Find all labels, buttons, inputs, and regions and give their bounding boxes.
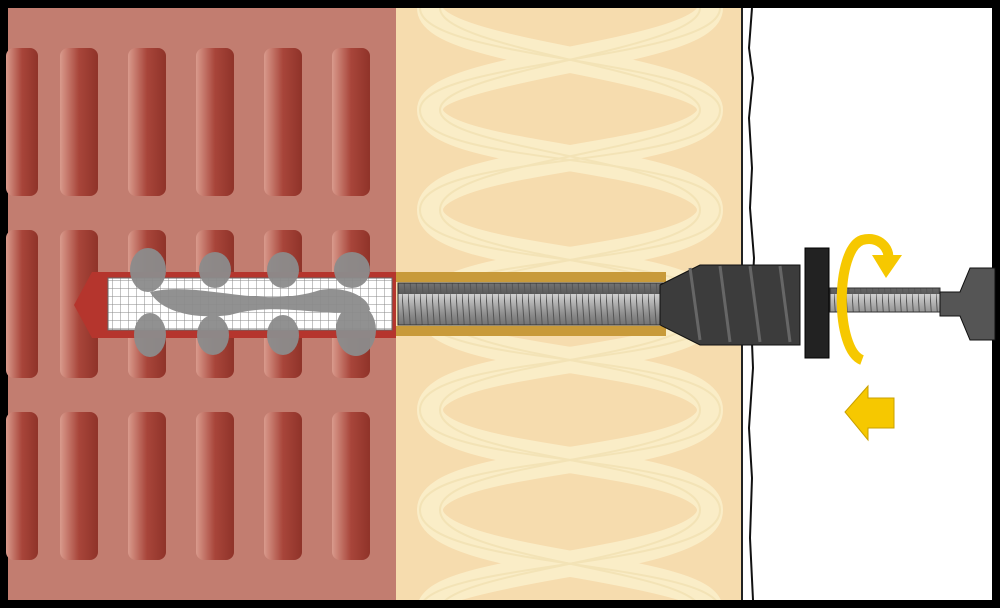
washer [804,247,830,359]
threaded-rod [397,282,689,326]
push-left-arrow-icon [844,384,895,442]
small-threaded-rod [829,287,941,313]
mesh-sleeve [74,248,396,357]
anchor-plug [659,247,996,359]
hole-wall-top [396,272,666,282]
rotate-clockwise-arrow-icon [836,234,902,365]
mortar [130,248,376,357]
hole-wall-bottom [396,326,666,336]
drill-chuck [939,267,996,341]
